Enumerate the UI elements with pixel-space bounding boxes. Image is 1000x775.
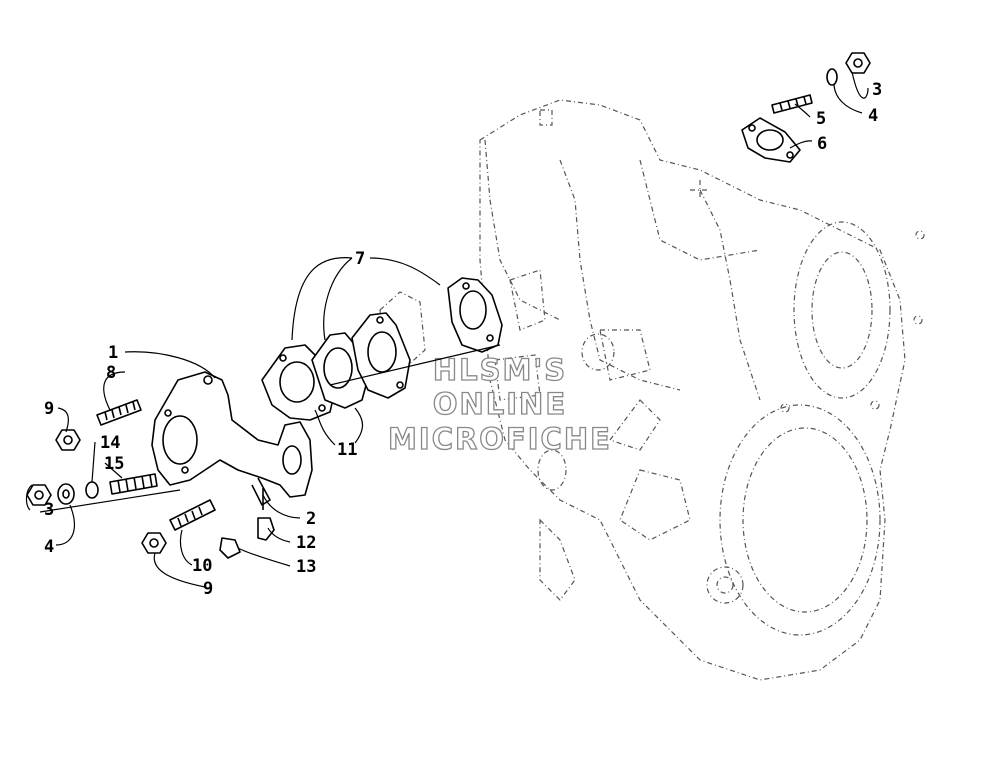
leader-lines bbox=[25, 71, 869, 588]
callout-4-left: 4 bbox=[44, 537, 54, 557]
watermark: HLSM'S ONLINE MICROFICHE bbox=[387, 352, 612, 456]
callout-3-left: 3 bbox=[44, 500, 54, 520]
watermark-line-3: MICROFICHE bbox=[388, 422, 612, 456]
watermark-line-2: ONLINE bbox=[433, 387, 567, 421]
callout-10: 10 bbox=[192, 556, 212, 576]
callout-4-right: 4 bbox=[868, 106, 878, 126]
callout-1: 1 bbox=[108, 343, 118, 363]
callout-2: 2 bbox=[306, 509, 316, 529]
callout-15: 15 bbox=[104, 454, 124, 474]
engine-outline bbox=[379, 99, 925, 681]
watermark-line-1: HLSM'S bbox=[433, 353, 567, 387]
callout-7: 7 bbox=[355, 249, 365, 269]
callout-12: 12 bbox=[296, 533, 316, 553]
callout-14: 14 bbox=[100, 433, 120, 453]
callout-labels: 1 8 9 14 15 3 4 2 12 13 10 9 11 7 3 4 5 … bbox=[44, 80, 882, 599]
exhaust-gasket-set bbox=[261, 277, 503, 421]
callout-3-right: 3 bbox=[872, 80, 882, 100]
callout-9-lower: 9 bbox=[203, 579, 213, 599]
callout-5: 5 bbox=[816, 109, 826, 129]
fasteners bbox=[26, 52, 871, 559]
callout-11: 11 bbox=[337, 440, 357, 460]
exhaust-manifold bbox=[151, 371, 313, 506]
callout-8: 8 bbox=[106, 363, 116, 383]
callout-13: 13 bbox=[296, 557, 316, 577]
callout-9-upper: 9 bbox=[44, 399, 54, 419]
callout-6: 6 bbox=[817, 134, 827, 154]
